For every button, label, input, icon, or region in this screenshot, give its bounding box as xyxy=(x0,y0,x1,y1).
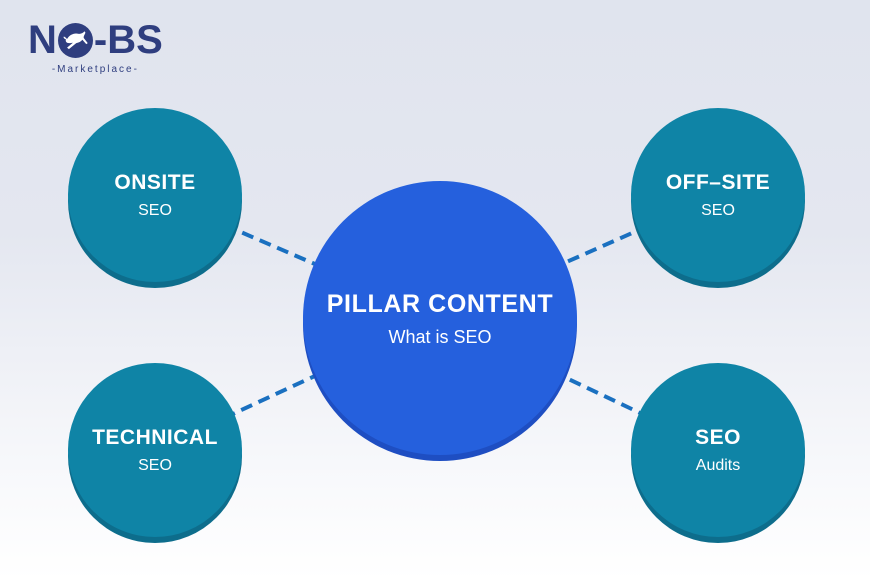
node-subtitle: SEO xyxy=(138,202,172,220)
center-node-subtitle: What is SEO xyxy=(388,326,492,347)
logo-letter-n: N xyxy=(28,18,57,62)
brand-logo: N -BS -Marketplace- xyxy=(28,20,163,75)
bull-icon xyxy=(57,22,93,58)
node-subtitle: Audits xyxy=(695,457,741,475)
brand-logo-wordmark: N -BS xyxy=(28,20,163,60)
logo-letters-bs: -BS xyxy=(93,18,163,62)
node-technical-seo: TECHNICAL SEO xyxy=(68,363,242,537)
connector-technical-to-center xyxy=(154,316,441,452)
center-node-title: PILLAR CONTENT xyxy=(326,289,554,318)
node-title: ONSITE xyxy=(114,171,196,195)
node-off-site-seo: OFF–SITE SEO xyxy=(631,108,805,282)
center-node-pillar-content: PILLAR CONTENT What is SEO xyxy=(303,181,577,455)
logo-tagline: -Marketplace- xyxy=(51,64,139,75)
node-subtitle: SEO xyxy=(138,457,172,475)
node-title: TECHNICAL xyxy=(92,426,218,450)
node-subtitle: SEO xyxy=(701,202,735,220)
node-title: SEO xyxy=(695,426,741,450)
node-title: OFF–SITE xyxy=(665,171,771,195)
node-seo-audits: SEO Audits xyxy=(631,363,805,537)
node-onsite-seo: ONSITE SEO xyxy=(68,108,242,282)
